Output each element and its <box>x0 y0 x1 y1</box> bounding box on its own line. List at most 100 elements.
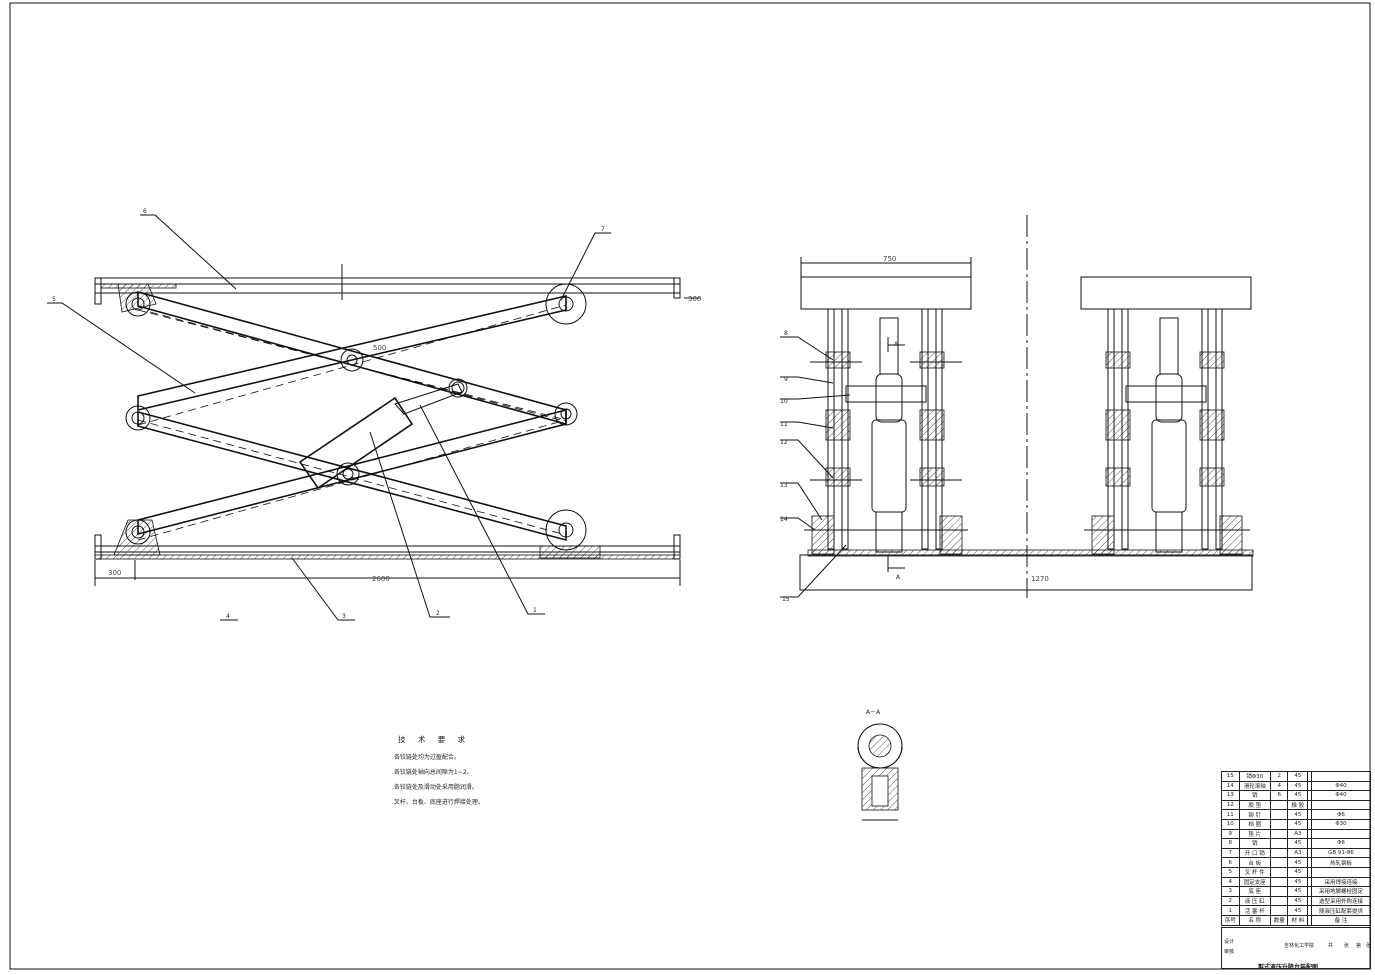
bom-cell <box>1269 866 1289 878</box>
bom-cell: 固定支座 <box>1238 876 1271 888</box>
bom-cell <box>1269 905 1289 916</box>
bom-cell <box>1269 809 1289 820</box>
bom-cell <box>1310 866 1372 878</box>
bom-cell: A3 <box>1287 828 1309 840</box>
bom-cell: 45 <box>1287 876 1309 888</box>
bom-cell: 5 <box>1221 866 1240 878</box>
bom-cell: 活 塞 杆 <box>1238 905 1271 916</box>
bom-cell: 名 称 <box>1238 914 1271 926</box>
callout-1: 1 <box>533 607 537 614</box>
bom-cell: 数量 <box>1269 914 1289 926</box>
callout-11: 11 <box>780 421 788 428</box>
bom-cell: 液 压 缸 <box>1238 895 1271 907</box>
bom-cell <box>1269 828 1289 840</box>
tech-req-2: .各铰链处轴向总间隙为1~2。 <box>392 769 473 776</box>
sheet-border <box>9 2 1371 970</box>
bom-cell: 随液压缸配套提供 <box>1310 905 1372 916</box>
callout-6: 6 <box>143 208 147 215</box>
dim-2600: 2600 <box>372 575 390 583</box>
bom-cell: 销Φ30 <box>1238 771 1271 782</box>
bom-cell <box>1310 799 1372 811</box>
bom-cell: 45 <box>1287 905 1309 916</box>
bom-cell <box>1269 876 1289 888</box>
bom-cell: 6 <box>1221 857 1240 868</box>
bom-cell: 7 <box>1221 847 1240 859</box>
bom-cell: 垫 片 <box>1238 828 1271 840</box>
dim-750: 750 <box>883 255 896 263</box>
bom-cell: 2 <box>1269 771 1289 782</box>
bom-cell: 3 <box>1221 886 1240 897</box>
bom-cell: 1 <box>1221 905 1240 916</box>
bom-cell: Φ30 <box>1310 818 1372 830</box>
bom-cell: 热轧钢板 <box>1310 857 1372 868</box>
bom-cell: 8 <box>1221 838 1240 849</box>
bom-cell: 滑轮滚轴 <box>1238 780 1271 792</box>
tb-scale-3: 第 <box>1356 943 1362 949</box>
bom-cell: 45 <box>1287 818 1309 830</box>
bom-cell: 10 <box>1221 818 1240 830</box>
bom-cell: 12 <box>1221 799 1240 811</box>
bom-cell: Φ40 <box>1310 780 1372 792</box>
tech-req-title: 技 术 要 求 <box>398 735 471 744</box>
bom-cell: 6 <box>1269 790 1289 801</box>
bom-cell: 选型采用外购连接 <box>1310 895 1372 907</box>
labels: 6 7 5 1 2 3 4 2600 300 500 300 8 9 10 11… <box>52 208 1049 716</box>
bom-cell: 45 <box>1287 771 1309 782</box>
tb-scale-1: 共 <box>1328 943 1334 949</box>
bom-cell: 铆 钉 <box>1238 809 1271 820</box>
side-view <box>780 215 1254 598</box>
bom-cell: 45 <box>1287 809 1309 820</box>
callout-8: 8 <box>784 330 788 337</box>
bom-cell: 15 <box>1221 771 1240 782</box>
tech-req-3: .各铰链处及滑动处采用脂润滑。 <box>392 784 478 791</box>
bom-cell: 台 板 <box>1238 857 1271 868</box>
callout-2: 2 <box>436 610 440 617</box>
tb-school: 吉林化工学院 <box>1284 943 1315 949</box>
callout-7: 7 <box>601 226 605 233</box>
bom-cell: 开 口 销 <box>1238 847 1271 859</box>
dim-300-top: 300 <box>688 295 701 303</box>
tech-req-4: .叉杆、台板、底座进行焊接处理。 <box>392 799 484 806</box>
bom-row: 序号名 称数量材 料备 注 <box>1221 914 1372 926</box>
bom-cell: A3 <box>1287 847 1309 859</box>
callout-13: 13 <box>780 482 788 489</box>
dim-1270: 1270 <box>1031 575 1049 583</box>
dim-500: 500 <box>373 344 386 352</box>
bom-cell: 序号 <box>1221 914 1240 926</box>
bom-cell <box>1269 847 1289 859</box>
bom-cell <box>1269 857 1289 868</box>
bom-cell <box>1269 895 1289 907</box>
bom-cell: 45 <box>1287 886 1309 897</box>
callout-5: 5 <box>52 296 56 303</box>
callout-12: 12 <box>780 439 788 446</box>
section-title: A－A <box>866 709 881 716</box>
bom-cell: 采用焊接连接 <box>1310 876 1372 888</box>
callout-9: 9 <box>784 376 788 383</box>
bom-cell: Φ40 <box>1310 790 1372 801</box>
tb-scale-2: 张 <box>1344 943 1350 949</box>
bom-cell: Φ8 <box>1310 838 1372 849</box>
section-a-a <box>857 723 903 821</box>
bom-cell: 采用地脚螺栓固定 <box>1310 886 1372 897</box>
tb-label-review: 审核 <box>1224 949 1235 955</box>
bom-cell <box>1269 886 1289 897</box>
bom-cell: GB 91-86 <box>1310 847 1372 859</box>
callout-10: 10 <box>780 398 788 405</box>
bom-cell: 叉 杆 件 <box>1238 866 1271 878</box>
bom-cell: 2 <box>1221 895 1240 907</box>
title-block: 设计 审核 吉林化工学院 共 张 第 张 剪式液压升降台装配图 <box>1221 927 1371 971</box>
